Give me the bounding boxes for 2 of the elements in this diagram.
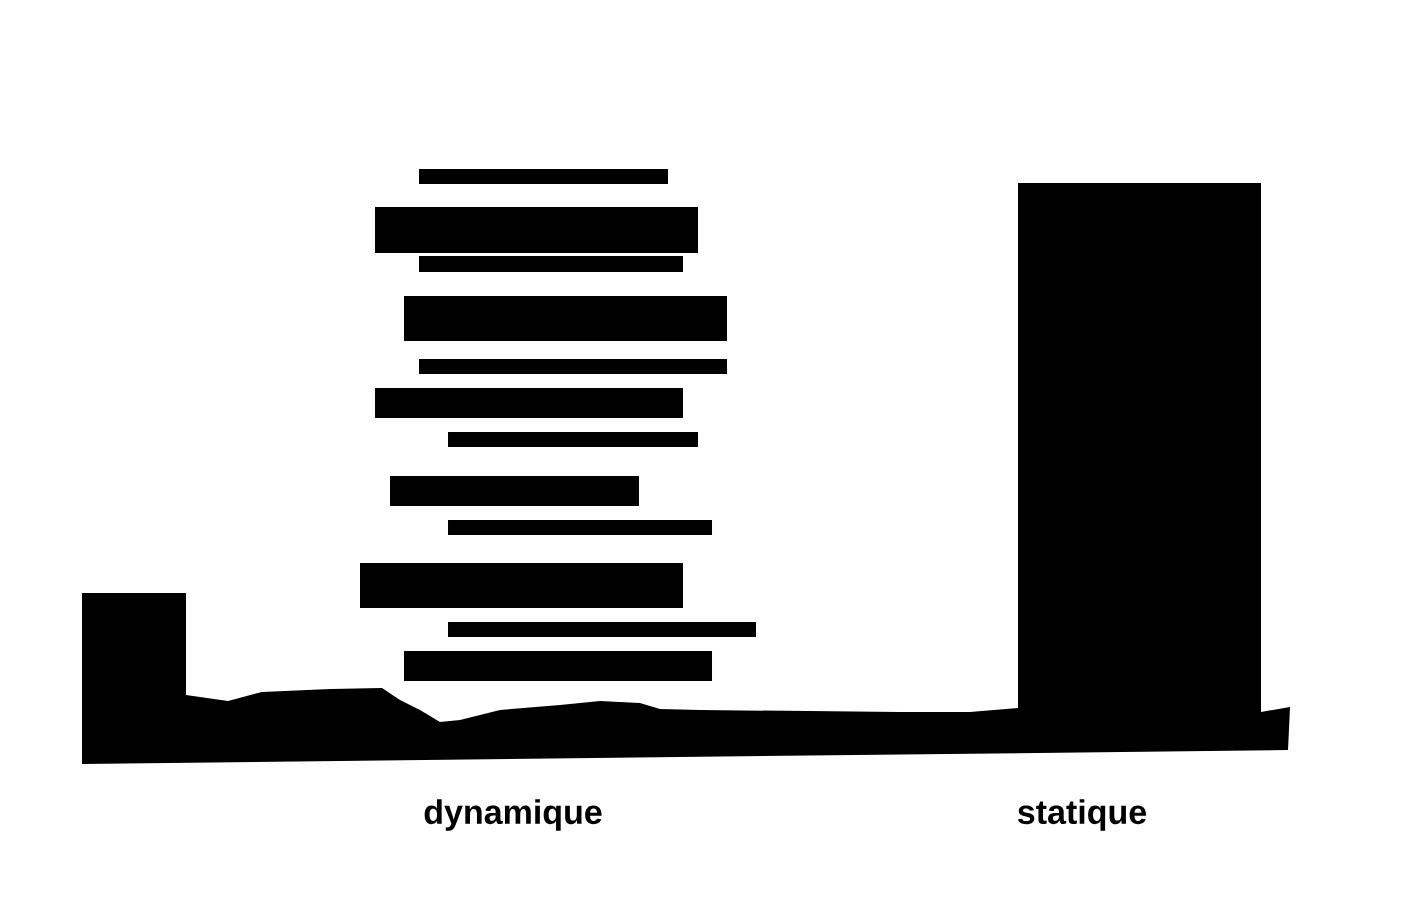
caption-label: dynamique — [424, 799, 602, 831]
caption-label: statique — [1018, 799, 1147, 831]
